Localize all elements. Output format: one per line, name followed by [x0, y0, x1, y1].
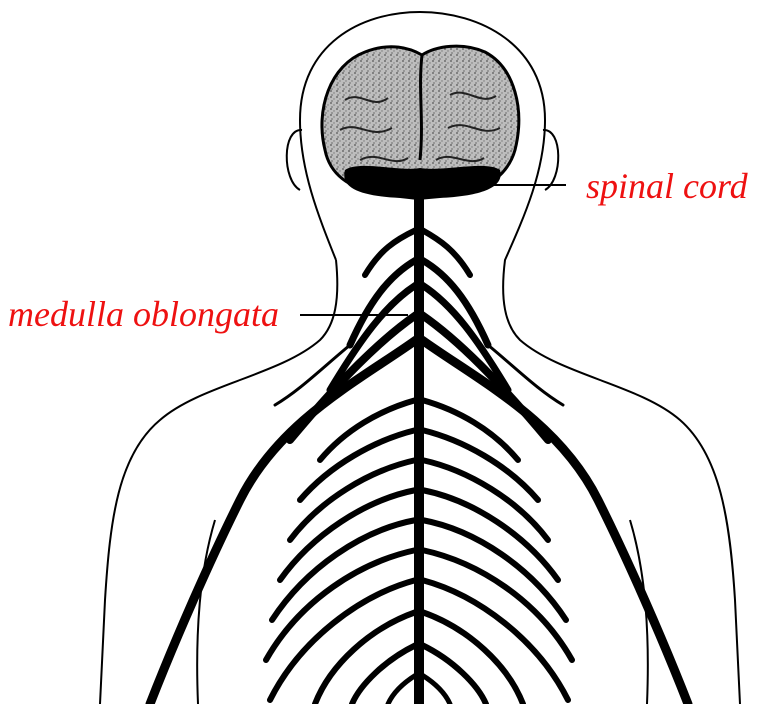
arm-line-right: [630, 520, 648, 704]
ear-right: [543, 130, 558, 190]
label-spinal-cord: spinal cord: [586, 168, 748, 204]
label-medulla-oblongata: medulla oblongata: [8, 296, 279, 332]
ear-left: [287, 130, 302, 190]
spinal-cord: [414, 190, 424, 704]
brain-fissure: [420, 55, 422, 160]
